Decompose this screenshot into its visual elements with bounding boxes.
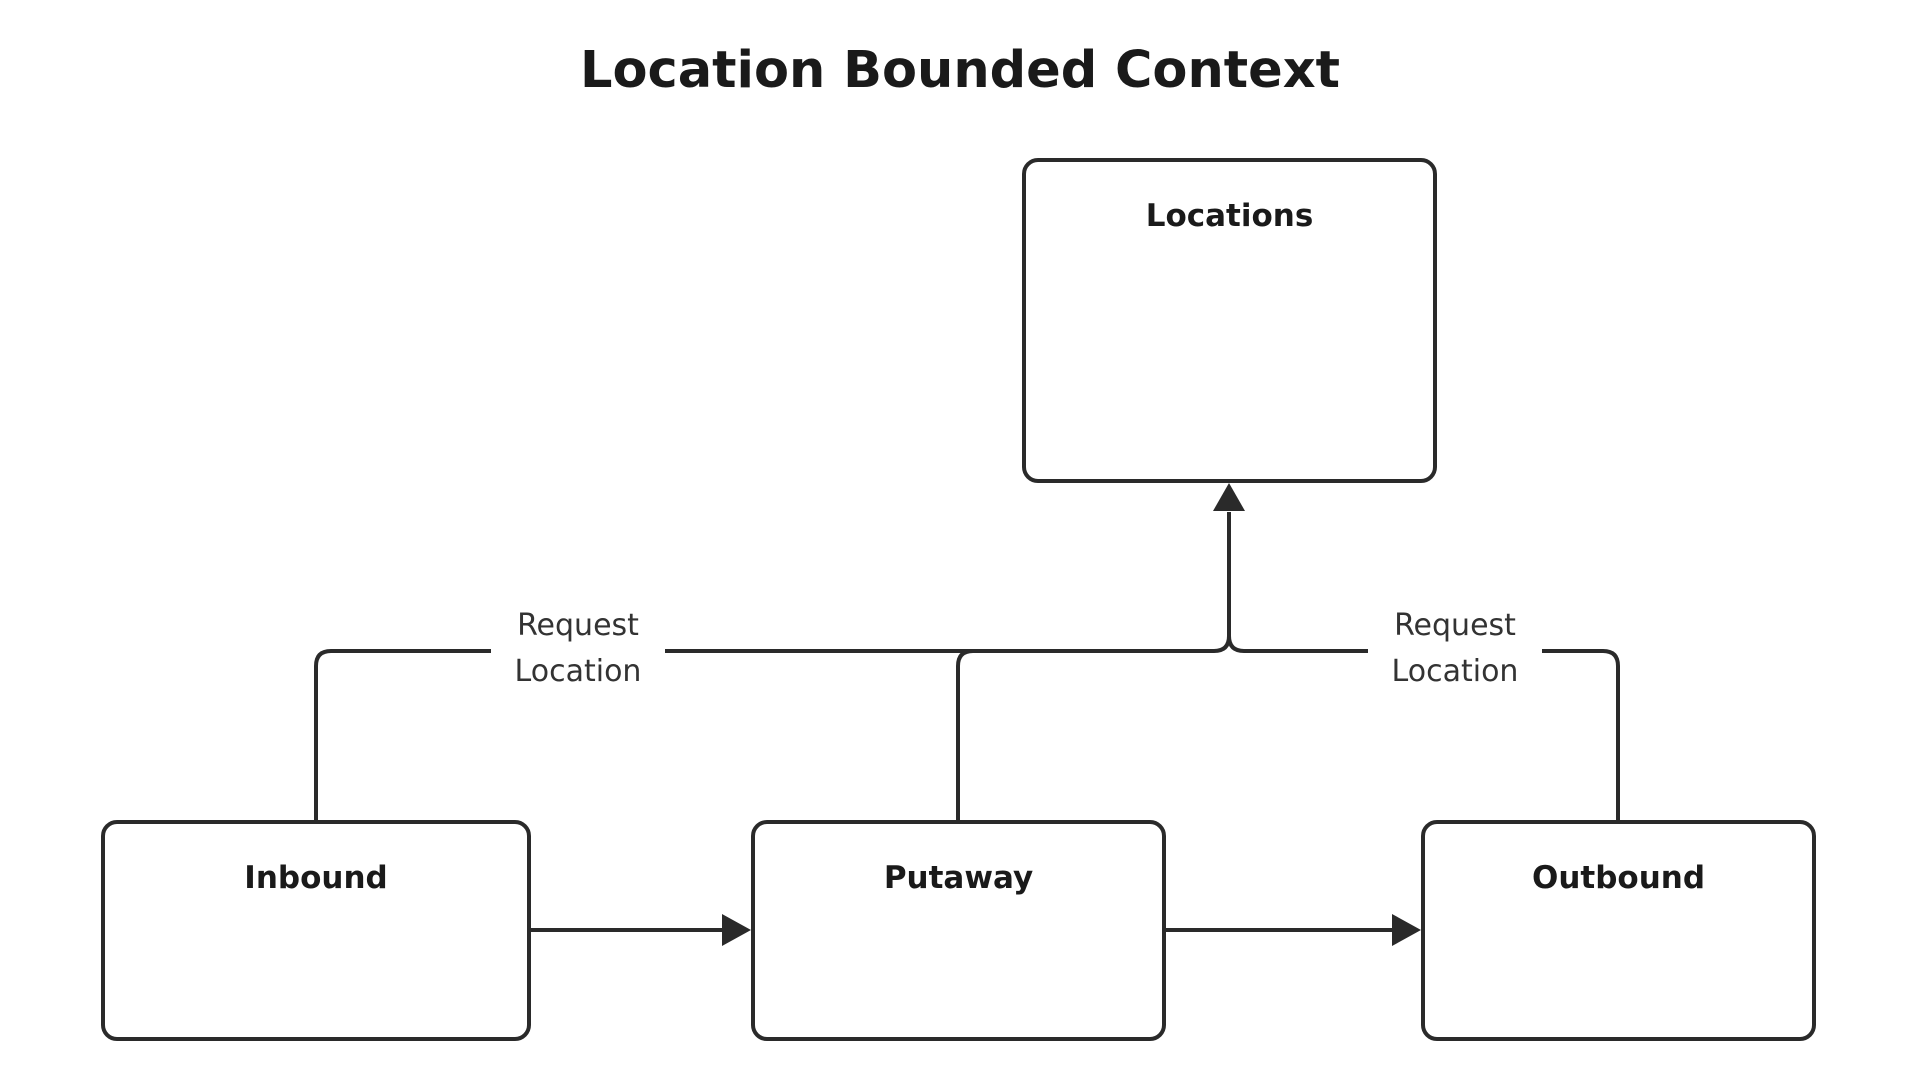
node-putaway[interactable]: Putaway [751,820,1166,1041]
node-inbound[interactable]: Inbound [101,820,531,1041]
node-outbound[interactable]: Outbound [1421,820,1816,1041]
edge-label-request-location-inbound: Request Location [491,603,665,695]
arrowhead-into-outbound [1392,914,1421,946]
node-inbound-label: Inbound [244,860,388,896]
connector-inbound-to-locations [314,512,1231,820]
diagram-title: Location Bounded Context [579,41,1341,100]
node-putaway-label: Putaway [883,860,1034,896]
node-locations-label: Locations [1145,198,1314,234]
connector-outbound-to-locations [1227,635,1620,820]
node-outbound-label: Outbound [1531,860,1706,896]
arrowhead-into-locations [1213,483,1245,511]
edge-label-request-location-outbound: Request Location [1368,603,1542,695]
connector-putaway-to-locations [956,649,1214,820]
node-locations[interactable]: Locations [1022,158,1437,483]
arrowhead-into-putaway [722,914,751,946]
